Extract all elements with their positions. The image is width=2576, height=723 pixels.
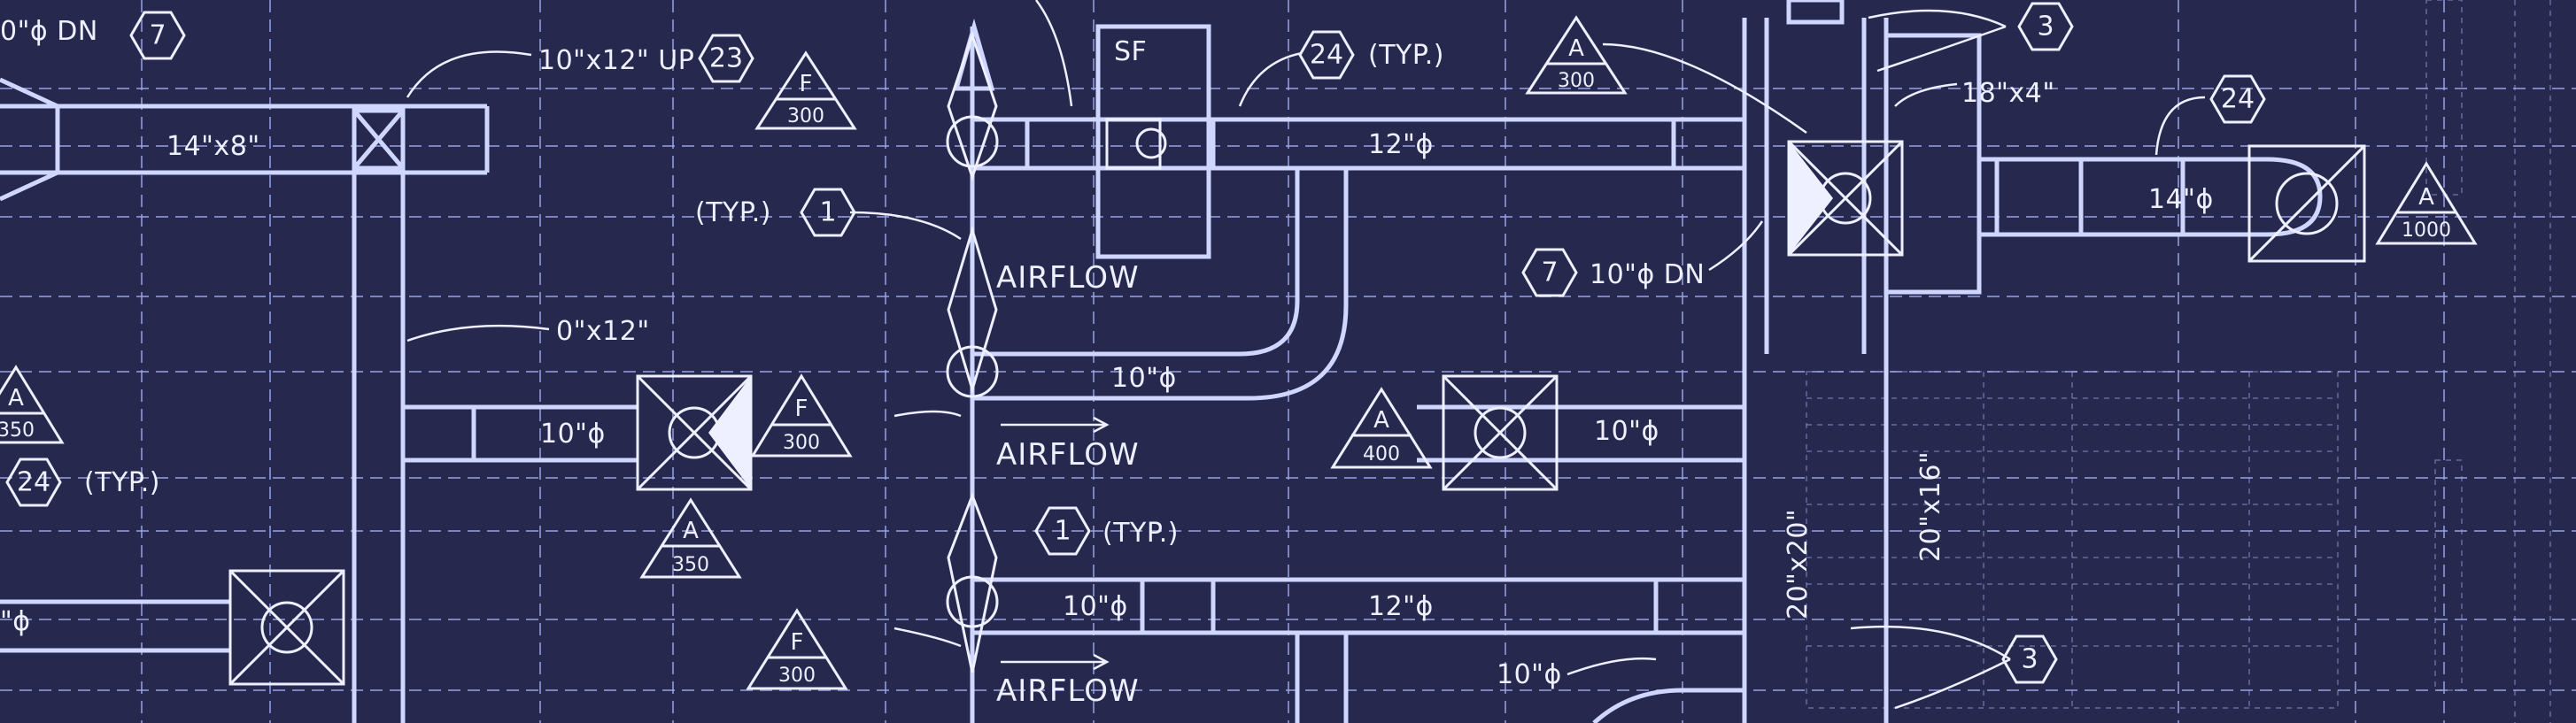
hatched-region (1806, 0, 2551, 723)
duct-labels: 14"x8" 10"x12" UP 0"x12" 10"ϕ 12"ϕ 10"ϕ … (0, 16, 2214, 690)
hex-tag-label: 24 (2221, 84, 2255, 115)
triangle-tag-letter: A (2418, 184, 2434, 211)
typ-label: (TYP.) (1102, 518, 1179, 549)
duct-label: 12"ϕ (1368, 129, 1434, 160)
triangle-tag-letter: F (791, 629, 804, 656)
spine-dampers (946, 31, 999, 673)
hex-tag (800, 188, 856, 237)
hex-tag (1521, 248, 1578, 297)
duct-label: 14"ϕ (2148, 184, 2214, 215)
hex-tag (5, 458, 62, 507)
hex-tag-label: 23 (709, 43, 743, 74)
triangle-tags: F 300 A 300 A 350 F 300 A 400 (0, 15, 2478, 690)
triangle-tag-value: 1000 (2402, 219, 2451, 242)
typical-labels: (TYP.) (TYP.) (TYP.) (TYP.) (84, 40, 1444, 549)
triangle-tag: F 300 (746, 608, 848, 690)
triangle-tag-value: 400 (1363, 443, 1400, 465)
hex-tag-label: 1 (1054, 516, 1071, 547)
typ-label: (TYP.) (1368, 40, 1444, 71)
hex-tag-label: 3 (2021, 644, 2038, 675)
duct-label: 10"x12" UP (538, 45, 694, 76)
typ-label: (TYP.) (84, 467, 160, 498)
triangle-tag-letter: A (683, 518, 699, 544)
duct-label: 0"ϕ DN (0, 16, 98, 47)
hex-tags: 7 23 1 24 24 7 3 24 1 3 (5, 2, 2266, 684)
triangle-tag: A 400 (1330, 387, 1433, 469)
hex-tag (2001, 635, 2058, 684)
triangle-tag: A 350 (0, 365, 65, 444)
typ-label: (TYP.) (695, 197, 771, 228)
airflow-label: AIRFLOW (996, 260, 1140, 296)
triangle-tag: F 300 (750, 373, 853, 458)
duct-label: 20"x20" (1783, 509, 1814, 619)
airflow-labels: AIRFLOW AIRFLOW AIRFLOW (996, 260, 1140, 709)
triangle-tag-value: 300 (783, 432, 820, 454)
hex-tag-label: 1 (819, 197, 836, 228)
triangle-tag-value: 350 (672, 554, 709, 576)
hex-tag (1298, 30, 1355, 80)
duct-label: 10"ϕ (1497, 659, 1562, 690)
duct-label: 20"x16" (1915, 451, 1946, 562)
duct-label: 10"ϕ (1594, 416, 1659, 447)
hex-tag-label: 24 (1310, 40, 1343, 71)
duct-label: 10"ϕ (1111, 363, 1177, 394)
triangle-tag-letter: A (1568, 35, 1584, 62)
triangle-tag-value: 300 (787, 105, 824, 127)
triangle-tag-value: 350 (0, 419, 35, 442)
duct-label: 10"ϕ DN (1590, 259, 1705, 290)
triangle-tag-value: 300 (778, 665, 816, 687)
hex-tag (2017, 2, 2074, 51)
diffusers (228, 118, 2366, 686)
triangle-tag-letter: A (1373, 407, 1389, 434)
triangle-tag: A 350 (639, 497, 742, 579)
leader-lines (406, 0, 2206, 710)
triangle-tag: F 300 (754, 50, 857, 130)
duct-label: SF (1114, 36, 1147, 67)
duct-label: 18"x4" (1961, 78, 2055, 109)
duct-label: 10"ϕ (540, 419, 606, 450)
triangle-tag: A 1000 (2375, 161, 2478, 245)
airflow-label: AIRFLOW (996, 437, 1140, 473)
hex-tag-label: 7 (149, 20, 166, 51)
triangle-tag-value: 300 (1558, 70, 1595, 92)
airflow-label: AIRFLOW (996, 673, 1140, 709)
triangle-tag-letter: F (800, 71, 813, 97)
hex-tag (698, 34, 754, 83)
duct-label: 10"ϕ (1063, 591, 1128, 622)
hex-tag (129, 11, 186, 60)
hex-tag (1034, 506, 1091, 556)
duct-label: 12"ϕ (1368, 591, 1434, 622)
hex-tag-label: 3 (2037, 12, 2054, 42)
hex-tag (2209, 74, 2266, 124)
triangle-tag: A 300 (1525, 15, 1628, 95)
ductwork (0, 0, 2323, 723)
hex-tag-label: 7 (1541, 258, 1558, 288)
duct-label: 14"x8" (166, 131, 260, 162)
hex-tag-label: 24 (17, 467, 50, 498)
duct-label: "ϕ (0, 606, 31, 637)
duct-label: 0"x12" (556, 316, 650, 347)
triangle-tag-letter: A (8, 385, 24, 411)
triangle-tag-letter: F (795, 396, 808, 422)
